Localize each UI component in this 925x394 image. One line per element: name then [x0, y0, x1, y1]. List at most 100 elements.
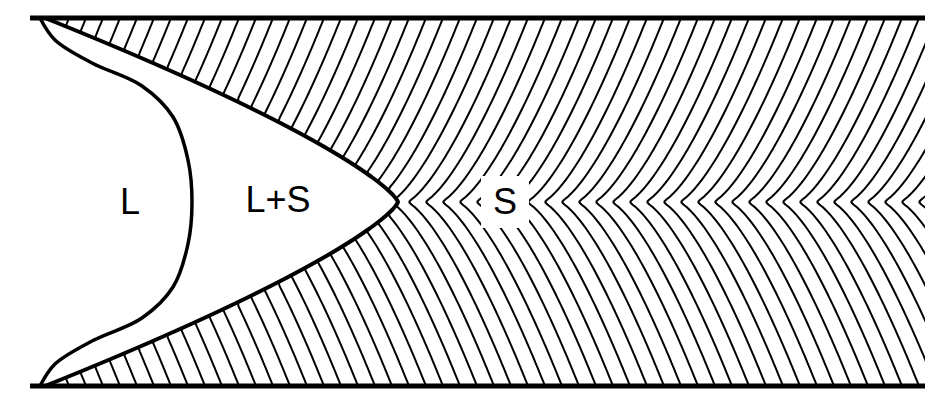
- grain-line: [630, 18, 732, 202]
- grain-line: [396, 18, 494, 199]
- grain-line: [562, 202, 664, 386]
- grain-line: [167, 335, 188, 386]
- grain-line: [783, 202, 885, 386]
- grain-line: [511, 18, 613, 202]
- grain-line: [885, 18, 925, 202]
- grain-line: [902, 202, 925, 386]
- solidus-boundary: [40, 18, 192, 386]
- grain-line: [153, 340, 171, 386]
- grain-line: [409, 202, 511, 386]
- grain-line: [330, 18, 392, 151]
- grain-line: [109, 18, 120, 44]
- grain-line: [223, 309, 256, 386]
- grain-line: [528, 202, 630, 386]
- grain-line: [460, 18, 562, 202]
- grain-line: [252, 18, 290, 109]
- grain-line: [252, 295, 290, 386]
- grain-line: [596, 18, 698, 202]
- grain-line: [109, 360, 120, 386]
- grain-line: [528, 18, 630, 202]
- grain-line: [851, 202, 925, 386]
- grain-line: [783, 18, 885, 202]
- grain-line: [379, 222, 460, 386]
- grain-line: [343, 18, 409, 159]
- grain-line: [426, 18, 528, 202]
- grain-line: [834, 18, 925, 202]
- grain-line: [209, 18, 239, 88]
- grain-line: [715, 18, 817, 202]
- grain-line: [647, 202, 749, 386]
- grain-line: [579, 18, 681, 202]
- grain-line: [834, 202, 925, 386]
- region-label: L: [120, 184, 140, 220]
- grain-line: [355, 18, 426, 166]
- grain-line: [477, 18, 579, 202]
- grain-line: [139, 18, 154, 57]
- grain-line: [647, 18, 749, 202]
- grain-line: [596, 202, 698, 386]
- grain-line: [494, 18, 596, 202]
- grain-line: [698, 202, 800, 386]
- grain-line: [343, 245, 409, 386]
- region-label: L+S: [245, 182, 310, 218]
- grain-line: [139, 347, 154, 386]
- grain-line: [919, 18, 925, 202]
- plate-edge: [30, 16, 925, 21]
- grain-line: [545, 18, 647, 202]
- grain-line: [477, 202, 579, 386]
- grain-line: [124, 353, 137, 386]
- grain-line: [124, 18, 137, 51]
- grain-line: [409, 18, 511, 202]
- plate-edge: [30, 384, 925, 389]
- grain-line: [579, 202, 681, 386]
- grain-line: [223, 18, 256, 95]
- grain-line: [396, 205, 494, 386]
- grain-line: [613, 202, 715, 386]
- grain-line: [494, 202, 596, 386]
- grain-line: [766, 202, 868, 386]
- grain-line: [800, 18, 902, 202]
- grain-line: [545, 202, 647, 386]
- grain-line: [681, 18, 783, 202]
- grain-line: [355, 238, 426, 386]
- grain-line: [153, 18, 171, 64]
- grain-line: [902, 18, 925, 202]
- grain-line: [460, 202, 562, 386]
- grain-line: [749, 202, 851, 386]
- grain-line: [167, 18, 188, 69]
- grain-line: [96, 365, 103, 386]
- grain-line: [868, 202, 925, 386]
- grain-line: [817, 18, 919, 202]
- grain-line: [766, 18, 868, 202]
- grain-line: [630, 202, 732, 386]
- grain-line: [749, 18, 851, 202]
- liquidus-boundary: [45, 18, 398, 386]
- grain-line: [562, 18, 664, 202]
- region-label: S: [481, 176, 529, 228]
- grain-line: [715, 202, 817, 386]
- grain-line: [817, 202, 919, 386]
- grain-line: [698, 18, 800, 202]
- grain-line: [613, 18, 715, 202]
- grain-line: [388, 18, 477, 190]
- grain-lines: [51, 18, 925, 386]
- grain-line: [209, 316, 239, 386]
- grain-line: [868, 18, 925, 202]
- grain-line: [388, 214, 477, 386]
- grain-line: [732, 18, 834, 202]
- grain-line: [238, 18, 273, 102]
- grain-line: [664, 18, 766, 202]
- grain-line: [851, 18, 925, 202]
- grain-line: [443, 18, 545, 202]
- grain-line: [800, 202, 902, 386]
- grain-line: [732, 202, 834, 386]
- grain-line: [379, 18, 460, 182]
- grain-line: [664, 202, 766, 386]
- grain-line: [330, 253, 392, 386]
- grain-line: [195, 18, 222, 83]
- grain-line: [511, 202, 613, 386]
- grain-line: [265, 18, 307, 115]
- grain-line: [681, 202, 783, 386]
- grain-line: [426, 202, 528, 386]
